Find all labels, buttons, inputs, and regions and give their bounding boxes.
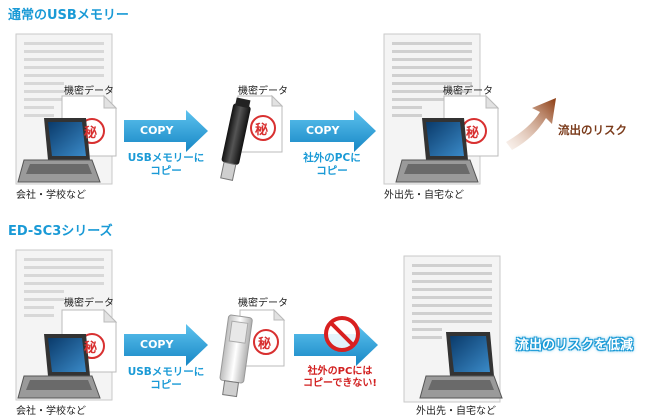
usb-memory-black-icon (220, 97, 251, 181)
laptop-icon (17, 118, 101, 183)
arrow1-caption-line2: コピー (150, 165, 182, 177)
doc-label-1: 機密データ (64, 86, 114, 97)
arrow3-caption-line2: コピー (150, 379, 182, 391)
reduce-risk-label: 流出のリスクを低減 (516, 338, 634, 353)
doc-label-4: 機密データ (64, 298, 114, 309)
location-left: 会社・学校など (16, 190, 86, 201)
secret-mark-5: 秘 (258, 337, 272, 352)
laptop-icon-2 (395, 118, 479, 183)
secret-mark-4: 秘 (84, 341, 98, 356)
arrow1-caption-line1: USBメモリーに (127, 152, 205, 164)
section2-title: ED-SC3シリーズ (8, 224, 113, 239)
copy-arrow-2 (290, 110, 376, 152)
prohibited-icon (324, 316, 360, 352)
secret-mark: 秘 (84, 126, 98, 141)
secret-mark-3: 秘 (466, 126, 480, 141)
location-right-2: 外出先・自宅など (416, 406, 496, 417)
copy-arrow-1 (124, 110, 208, 152)
risk-arrow-icon (506, 98, 556, 150)
arrow2-caption: 社外のPCに コピー (284, 152, 380, 178)
arrow2-caption-line2: コピー (316, 165, 348, 177)
copy-arrow-3 (124, 324, 208, 366)
section1-illustration (15, 33, 556, 185)
location-left-2: 会社・学校など (16, 406, 86, 417)
arrow3-caption-line1: USBメモリーに (127, 366, 205, 378)
blocked-caption-line2: コピーできない! (303, 378, 377, 389)
arrow1-caption: USBメモリーに コピー (118, 152, 214, 178)
arrow3-caption: USBメモリーに コピー (118, 366, 214, 392)
location-right: 外出先・自宅など (384, 190, 464, 201)
doc-label-5: 機密データ (238, 298, 288, 309)
doc-label-2: 機密データ (238, 86, 288, 97)
arrow2-caption-line1: 社外のPCに (303, 152, 361, 164)
blocked-caption: 社外のPCには コピーできない! (290, 366, 390, 390)
laptop-icon-4 (419, 332, 503, 399)
blocked-caption-line1: 社外のPCには (307, 366, 373, 377)
secret-mark-2: 秘 (255, 123, 269, 138)
copy-arrow-1-label: COPY (140, 124, 174, 137)
doc-label-3: 機密データ (443, 86, 493, 97)
copy-arrow-3-label: COPY (140, 338, 174, 351)
usb-memory-white-icon (219, 314, 253, 398)
risk-label: 流出のリスク (558, 123, 627, 137)
section1-title: 通常のUSBメモリー (8, 8, 129, 23)
copy-arrow-2-label: COPY (306, 124, 340, 137)
laptop-icon-3 (17, 334, 101, 399)
section2-illustration (15, 249, 503, 403)
